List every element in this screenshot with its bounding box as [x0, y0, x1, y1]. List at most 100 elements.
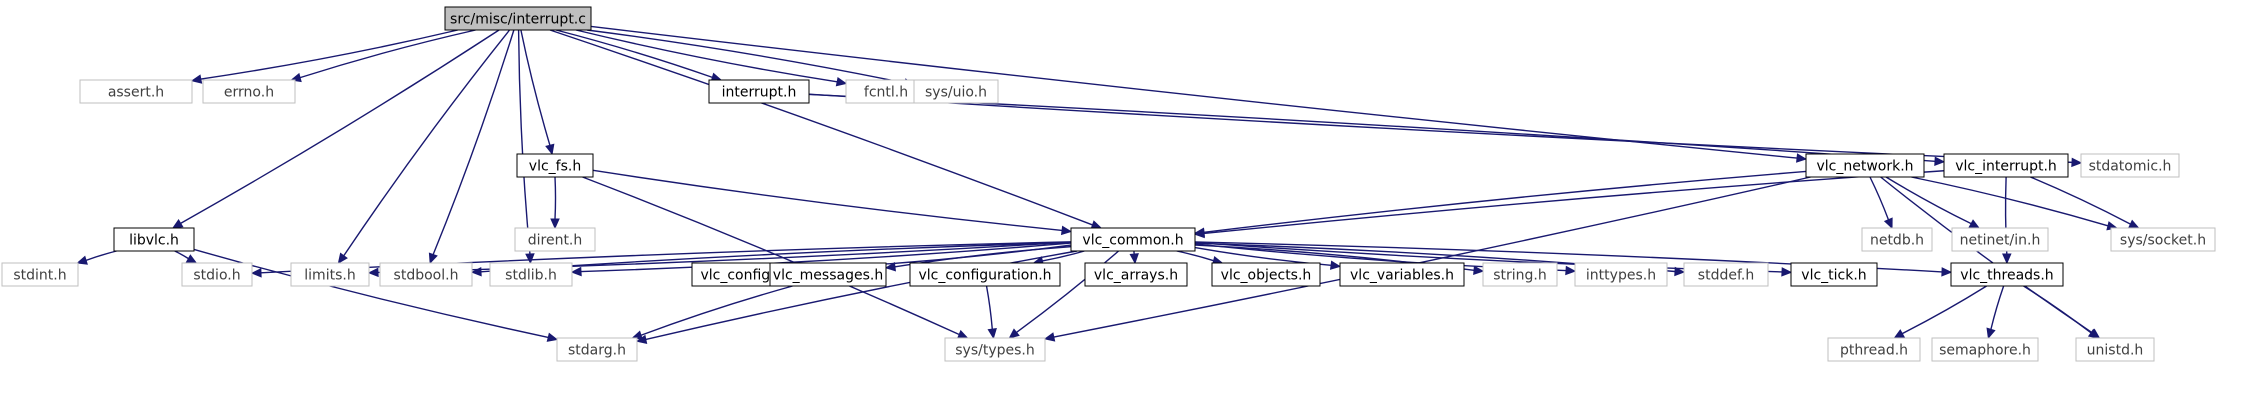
- edge-vlcconfiguration-to-systypes: [985, 285, 993, 330]
- arrowhead-libvlc-to-stdint: [76, 255, 88, 265]
- edge-vlcnetwork-to-syssocket: [1911, 176, 2109, 227]
- node-vlcconfiguration[interactable]: vlc_configuration.h: [909, 262, 1061, 287]
- node-box-sysuio: [913, 79, 999, 104]
- node-box-string: [1482, 262, 1558, 287]
- node-box-vlcobjects: [1211, 262, 1321, 287]
- arrowhead-vlcfs-to-systypes: [956, 329, 969, 339]
- node-box-vlcnetwork: [1805, 153, 1925, 178]
- node-netdb: netdb.h: [1861, 227, 1933, 252]
- edge-root-to-libvlc: [180, 29, 500, 224]
- arrowhead-vlccommon-to-vlcthreads: [1941, 267, 1953, 277]
- node-label-vlcvariables: vlc_variables.h: [1350, 268, 1454, 284]
- edge-root-to-fcntl: [575, 29, 838, 83]
- arrowhead-root-to-assert: [190, 74, 203, 84]
- arrowhead-root-to-stdlib: [525, 253, 535, 265]
- node-box-dirent: [514, 227, 596, 252]
- edge-vlcthreads-to-semaphore: [1990, 285, 2005, 330]
- node-syssocket: sys/socket.h: [2110, 227, 2216, 252]
- arrowhead-vlcthreads-to-unistd: [2087, 328, 2100, 339]
- node-box-vlcinterrupt: [1943, 153, 2069, 178]
- node-label-stdlib: stdlib.h: [505, 268, 557, 284]
- edge-root-to-vlccommon: [549, 29, 1093, 226]
- arrowhead-vlccommon-to-stdbool: [470, 266, 482, 277]
- node-label-interrupt: interrupt.h: [722, 85, 797, 101]
- node-box-vlcconfiguration: [909, 262, 1061, 287]
- node-vlcobjects[interactable]: vlc_objects.h: [1211, 262, 1321, 287]
- node-box-stdbool: [379, 262, 473, 287]
- arrowhead-vlcthreads-to-semaphore: [1986, 327, 1996, 340]
- arrowhead-vlcnetwork-to-systypes: [1043, 332, 1056, 342]
- node-pthread: pthread.h: [1827, 337, 1921, 362]
- arrowhead-vlcconfiguration-to-systypes: [987, 327, 997, 340]
- arrowhead-vlccommon-to-stddef: [1674, 266, 1686, 277]
- node-vlctick[interactable]: vlc_tick.h: [1790, 262, 1878, 287]
- arrowhead-vlcnetwork-to-netdb: [1883, 217, 1893, 230]
- node-limits: limits.h: [290, 262, 370, 287]
- node-stdlib: stdlib.h: [489, 262, 573, 287]
- node-vlcthreads[interactable]: vlc_threads.h: [1950, 262, 2064, 287]
- node-systypes: sys/types.h: [944, 337, 1046, 362]
- node-label-string: string.h: [1493, 268, 1547, 284]
- edge-vlcnetwork-to-netinetin: [1885, 176, 1972, 225]
- node-dirent: dirent.h: [514, 227, 596, 252]
- edge-vlccommon-to-systypes: [1016, 250, 1120, 333]
- node-box-root: [444, 6, 592, 31]
- node-box-semaphore: [1931, 337, 2039, 362]
- arrowhead-vlccommon-to-stdlib: [570, 266, 582, 277]
- arrowhead-vlccommon-to-systypes: [1008, 328, 1020, 339]
- node-label-vlccommon: vlc_common.h: [1082, 233, 1183, 249]
- node-label-unistd: unistd.h: [2087, 343, 2144, 359]
- node-vlccommon[interactable]: vlc_common.h: [1070, 227, 1196, 252]
- node-label-vlcnetwork: vlc_network.h: [1816, 159, 1913, 175]
- node-label-netdb: netdb.h: [1870, 233, 1924, 249]
- arrowhead-vlcthreads-to-pthread: [1893, 329, 1906, 339]
- arrowhead-vlcfs-to-dirent: [550, 218, 560, 230]
- edge-root-to-limits: [343, 29, 511, 257]
- arrowhead-libvlc-to-stdio: [185, 254, 198, 264]
- node-vlcnetwork[interactable]: vlc_network.h: [1805, 153, 1925, 178]
- node-label-systypes: sys/types.h: [955, 343, 1034, 359]
- node-label-root: src/misc/interrupt.c: [450, 12, 586, 28]
- arrowhead-vlcinterrupt-to-syssocket: [2127, 219, 2140, 229]
- edge-root-to-vlcfs: [520, 29, 551, 146]
- node-stdatomic: stdatomic.h: [2080, 153, 2180, 178]
- edge-vlcthreads-to-unistd: [2023, 285, 2092, 334]
- node-box-errno: [202, 79, 296, 104]
- node-box-vlcmessages: [769, 262, 887, 287]
- node-libvlc[interactable]: libvlc.h: [113, 227, 195, 252]
- arrowhead-vlcnetwork-to-netinetin: [1968, 219, 1981, 229]
- edge-libvlc-to-stdint: [85, 250, 117, 262]
- node-vlcfs[interactable]: vlc_fs.h: [516, 153, 594, 178]
- node-interrupt[interactable]: interrupt.h: [708, 79, 810, 104]
- node-label-vlcfs: vlc_fs.h: [529, 159, 581, 175]
- node-vlcarrays[interactable]: vlc_arrays.h: [1084, 262, 1188, 287]
- edge-vlcnetwork-to-systypes: [1053, 176, 1811, 338]
- node-box-vlcthreads: [1950, 262, 2064, 287]
- arrowhead-root-to-stdbool: [428, 252, 438, 265]
- edge-root-to-interrupt: [555, 29, 713, 79]
- node-vlcvariables[interactable]: vlc_variables.h: [1339, 262, 1465, 287]
- node-label-pthread: pthread.h: [1840, 343, 1908, 359]
- node-stdio: stdio.h: [181, 262, 253, 287]
- arrowhead-root-to-limits: [337, 252, 348, 264]
- node-label-sysuio: sys/uio.h: [925, 85, 987, 101]
- edge-root-to-assert: [200, 29, 458, 80]
- edge-vlccommon-to-vlcobjects: [1176, 250, 1214, 262]
- node-root[interactable]: src/misc/interrupt.c: [444, 6, 592, 31]
- node-vlcmessages[interactable]: vlc_messages.h: [769, 262, 887, 287]
- arrowhead-vlccommon-to-vlcarrays: [1129, 253, 1139, 265]
- node-box-stdlib: [489, 262, 573, 287]
- node-stdint: stdint.h: [1, 262, 79, 287]
- arrowhead-vlccommon-to-vlcvariables: [1329, 260, 1342, 270]
- node-stdbool: stdbool.h: [379, 262, 473, 287]
- node-vlcinterrupt[interactable]: vlc_interrupt.h: [1943, 153, 2069, 178]
- arrowhead-vlccommon-to-stdio: [250, 268, 262, 278]
- node-label-vlcconfiguration: vlc_configuration.h: [918, 268, 1051, 284]
- node-box-syssocket: [2110, 227, 2216, 252]
- edge-vlcnetwork-to-netdb: [1869, 176, 1890, 220]
- node-box-netinetin: [1951, 227, 2049, 252]
- node-label-vlcinterrupt: vlc_interrupt.h: [1955, 159, 2057, 175]
- node-box-systypes: [944, 337, 1046, 362]
